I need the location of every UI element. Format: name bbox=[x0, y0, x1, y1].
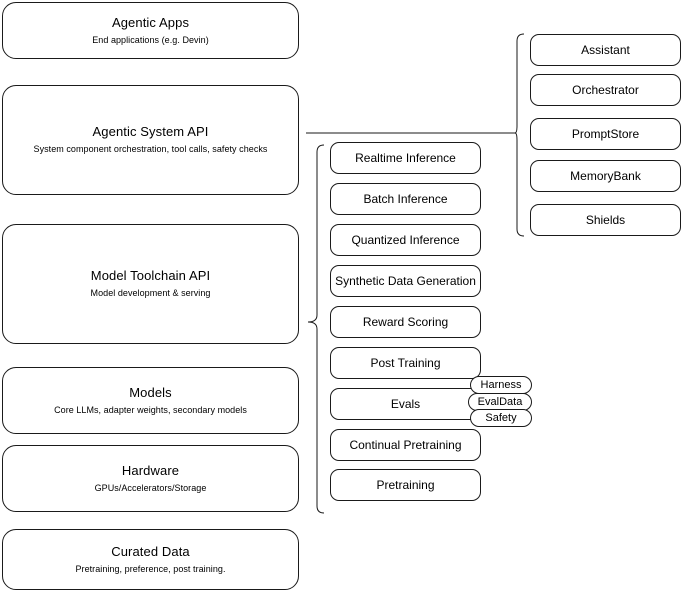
component-label: Realtime Inference bbox=[355, 150, 456, 165]
component-label: Pretraining bbox=[376, 477, 435, 492]
system-component-promptstore[interactable]: PromptStore bbox=[530, 118, 681, 150]
stack-layer-curated-data[interactable]: Curated Data Pretraining, preference, po… bbox=[2, 529, 299, 590]
system-component-orchestrator[interactable]: Orchestrator bbox=[530, 74, 681, 106]
component-label: Shields bbox=[585, 212, 626, 227]
component-label: Orchestrator bbox=[572, 82, 639, 97]
stack-layer-hardware[interactable]: Hardware GPUs/Accelerators/Storage bbox=[2, 445, 299, 512]
evals-tag-harness[interactable]: Harness bbox=[470, 376, 532, 394]
stack-layer-title: Curated Data bbox=[111, 543, 190, 559]
toolchain-component-synthetic-data-generation[interactable]: Synthetic Data Generation bbox=[330, 265, 481, 297]
component-label: Batch Inference bbox=[363, 191, 448, 206]
toolchain-component-batch-inference[interactable]: Batch Inference bbox=[330, 183, 481, 215]
toolchain-component-quantized-inference[interactable]: Quantized Inference bbox=[330, 224, 481, 256]
stack-layer-model-toolchain-api[interactable]: Model Toolchain API Model development & … bbox=[2, 224, 299, 344]
stack-layer-subtitle: System component orchestration, tool cal… bbox=[33, 144, 268, 154]
toolchain-component-evals[interactable]: Evals bbox=[330, 388, 481, 420]
toolchain-component-reward-scoring[interactable]: Reward Scoring bbox=[330, 306, 481, 338]
stack-layer-title: Agentic Apps bbox=[111, 14, 190, 30]
component-label: Synthetic Data Generation bbox=[335, 273, 476, 288]
component-label: PromptStore bbox=[571, 126, 640, 141]
system-component-memorybank[interactable]: MemoryBank bbox=[530, 160, 681, 192]
evals-tag-label: Harness bbox=[480, 378, 522, 391]
toolchain-component-post-training[interactable]: Post Training bbox=[330, 347, 481, 379]
stack-layer-title: Hardware bbox=[121, 462, 180, 478]
toolchain-component-continual-pretraining[interactable]: Continual Pretraining bbox=[330, 429, 481, 461]
evals-tag-label: Safety bbox=[485, 411, 517, 424]
evals-tag-label: EvalData bbox=[477, 395, 523, 408]
evals-tag-safety[interactable]: Safety bbox=[470, 409, 532, 427]
stack-layer-subtitle: GPUs/Accelerators/Storage bbox=[94, 482, 207, 493]
stack-layer-models[interactable]: Models Core LLMs, adapter weights, secon… bbox=[2, 367, 299, 434]
toolchain-component-realtime-inference[interactable]: Realtime Inference bbox=[330, 142, 481, 174]
component-label: Evals bbox=[390, 396, 421, 411]
stack-layer-title: Model Toolchain API bbox=[90, 268, 211, 283]
stack-layer-subtitle: End applications (e.g. Devin) bbox=[92, 34, 209, 45]
toolchain-component-pretraining[interactable]: Pretraining bbox=[330, 469, 481, 501]
system-component-shields[interactable]: Shields bbox=[530, 204, 681, 236]
stack-layer-title: Agentic System API bbox=[92, 124, 209, 139]
stack-layer-agentic-system-api[interactable]: Agentic System API System component orch… bbox=[2, 85, 299, 195]
toolchain-components-brace bbox=[307, 144, 325, 514]
stack-layer-subtitle: Model development & serving bbox=[90, 288, 211, 298]
stack-layer-title: Models bbox=[129, 384, 172, 400]
component-label: Post Training bbox=[370, 355, 441, 370]
stack-layer-subtitle: Pretraining, preference, post training. bbox=[75, 563, 226, 574]
stack-layer-agentic-apps[interactable]: Agentic Apps End applications (e.g. Devi… bbox=[2, 2, 299, 59]
stack-layer-subtitle: Core LLMs, adapter weights, secondary mo… bbox=[54, 404, 247, 415]
component-label: Assistant bbox=[581, 42, 630, 57]
component-label: Quantized Inference bbox=[351, 232, 460, 247]
component-label: Continual Pretraining bbox=[349, 437, 462, 452]
component-label: MemoryBank bbox=[570, 168, 641, 183]
system-components-brace bbox=[514, 33, 525, 237]
component-label: Reward Scoring bbox=[362, 314, 449, 329]
system-component-assistant[interactable]: Assistant bbox=[530, 34, 681, 66]
